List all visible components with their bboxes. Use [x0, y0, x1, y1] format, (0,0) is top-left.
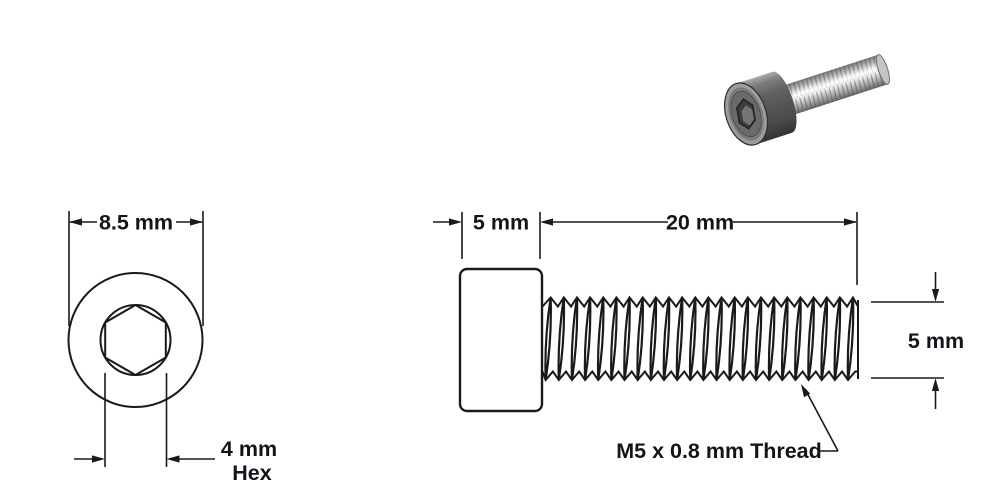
- head-length-dimension: 5 mm: [433, 211, 541, 259]
- arrowhead-left: [540, 218, 553, 226]
- head-length-label: 5 mm: [473, 211, 529, 235]
- head-outer-circle: [67, 272, 204, 408]
- arrowhead-down: [931, 289, 940, 302]
- arrowhead-right: [190, 218, 203, 226]
- photo-shaft-highlight: [771, 60, 885, 109]
- thread-length-label: 20 mm: [666, 211, 734, 235]
- arrowhead-right: [449, 218, 462, 226]
- thread-profile: [541, 295, 859, 382]
- hex-socket-outline: [104, 303, 167, 377]
- thread-spec-label: M5 x 0.8 mm Thread: [616, 439, 822, 463]
- screw-head-front-outline: [67, 272, 204, 408]
- leader-line: [804, 388, 839, 452]
- thread-length-dimension: 20 mm: [540, 211, 858, 285]
- arrowhead-right: [92, 455, 105, 463]
- thread-crests: [544, 297, 855, 381]
- arrowhead-up: [931, 378, 940, 391]
- hex-suffix-label: Hex: [232, 461, 271, 485]
- arrowhead-left: [69, 218, 82, 226]
- socket-circle: [99, 304, 172, 376]
- photo-shaft-end: [875, 54, 890, 85]
- photo-hex-socket-floor: [741, 105, 754, 126]
- arrowhead-right: [844, 218, 857, 226]
- screw-head-side-outline: [458, 267, 544, 413]
- thread-diameter-dimension: 5 mm: [871, 272, 964, 409]
- screw-photo-3d: [723, 54, 890, 146]
- arrowhead-leader: [801, 384, 811, 398]
- thread-spec-callout: M5 x 0.8 mm Thread: [616, 384, 839, 463]
- arrowhead-left: [166, 455, 180, 463]
- head-diameter-dimension: 8.5 mm: [68, 211, 204, 326]
- thread-top-edge: [541, 295, 859, 309]
- hex-size-label: 4 mm: [221, 437, 277, 461]
- thread-diameter-label: 5 mm: [908, 329, 964, 353]
- side-view: 5 mm 20 mm 5 mm M5 x 0.8 mm Thread: [433, 211, 964, 463]
- front-view: 8.5 mm 4 mm Hex: [67, 211, 277, 485]
- hex-size-dimension: 4 mm Hex: [74, 373, 277, 485]
- head-diameter-label: 8.5 mm: [99, 211, 173, 235]
